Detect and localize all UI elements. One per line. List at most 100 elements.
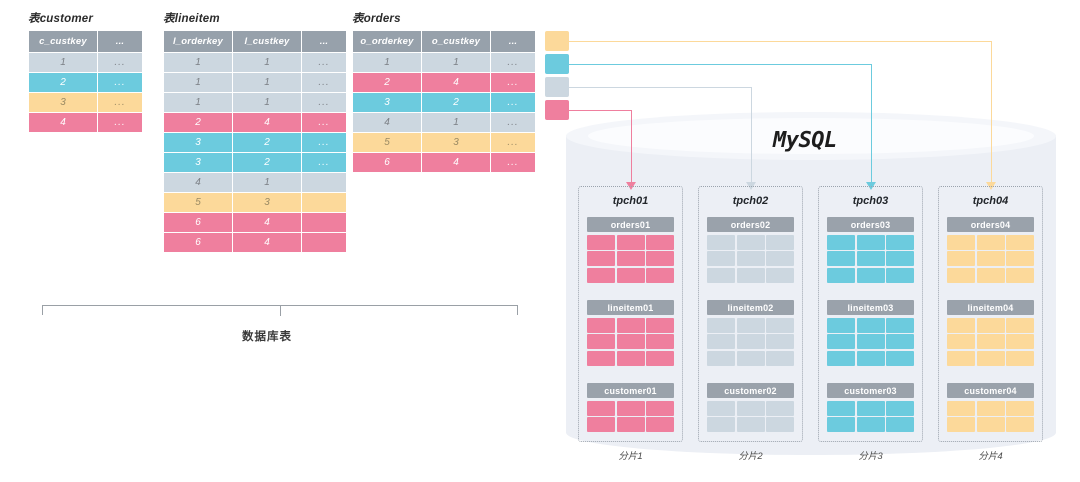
shard-name-label: tpch03: [852, 195, 889, 207]
table-cell: 1: [195, 77, 201, 88]
shard-table-cell: [736, 317, 765, 333]
shard-table-header: orders03: [827, 217, 914, 232]
shard-table-cell: [646, 417, 674, 432]
shard-table-grid: [827, 234, 914, 283]
shard-table-cell: [766, 267, 794, 283]
shard-table-orders01[interactable]: orders01: [587, 217, 674, 283]
shard-table-cell: [707, 417, 735, 432]
shard-table-cell: [886, 417, 914, 432]
route-vertical-segment: [631, 110, 633, 182]
shard-table-header: customer03: [827, 383, 914, 398]
route-horizontal-segment: [569, 87, 751, 89]
table-cell: ...: [318, 117, 330, 128]
shard-table-cell: [827, 334, 855, 349]
table-cell: 1: [264, 97, 270, 108]
shard-table-cell: [947, 317, 975, 333]
shard-table-cell: [587, 251, 615, 266]
shard-table-cell: [616, 267, 645, 283]
column-header: ...: [491, 31, 535, 52]
table-cell: 1: [195, 97, 201, 108]
database-tables-label: 数据库表: [242, 331, 292, 343]
shard-table-cell: [827, 234, 855, 250]
shard-table-cell: [616, 400, 645, 416]
shard-table-cell: [587, 317, 615, 333]
shard-name-label: tpch04: [972, 195, 1009, 207]
shard-table-cell: [827, 317, 855, 333]
shard-table-cell: [736, 334, 765, 349]
shard-table-cell: [616, 251, 645, 266]
shard-table-lineitem01[interactable]: lineitem01: [587, 300, 674, 366]
shard-table-header: orders04: [947, 217, 1034, 232]
shard-table-cell: [587, 267, 615, 283]
shard-table-lineitem02[interactable]: lineitem02: [707, 300, 794, 366]
table-title-2: 表orders: [352, 13, 401, 25]
shard-table-cell: [947, 334, 975, 349]
shard-table-customer03[interactable]: customer03: [827, 383, 914, 432]
column-header: ...: [98, 31, 142, 52]
shard-table-grid: [827, 400, 914, 432]
shard-table-header: lineitem04: [947, 300, 1034, 315]
shard-table-orders02[interactable]: orders02: [707, 217, 794, 283]
table-cell: 1: [195, 57, 201, 68]
shard-table-lineitem03[interactable]: lineitem03: [827, 300, 914, 366]
shard-table-cell: [1006, 317, 1034, 333]
shard-tpch03[interactable]: tpch03 orders03 lineitem03 customer03: [818, 186, 923, 442]
shard-table-cell: [766, 251, 794, 266]
shard-name-label: tpch01: [612, 195, 649, 207]
table-cell: 3: [195, 137, 201, 148]
shard-table-cell: [766, 234, 794, 250]
shard-table-customer02[interactable]: customer02: [707, 383, 794, 432]
table-cell: 6: [195, 217, 201, 228]
table-cell: 3: [264, 197, 270, 208]
table-cell: 1: [384, 57, 390, 68]
table-title-1: 表lineitem: [163, 13, 220, 25]
table-cell: ...: [507, 157, 519, 168]
shard-table-cell: [646, 400, 674, 416]
shard-table-header: lineitem03: [827, 300, 914, 315]
shard-table-cell: [976, 234, 1005, 250]
shard-table-cell: [1006, 350, 1034, 366]
legend-swatch-grey: [545, 77, 569, 97]
shard-table-orders03[interactable]: orders03: [827, 217, 914, 283]
shard-table-cell: [707, 317, 735, 333]
shard-table-cell: [616, 350, 645, 366]
shard-table-customer04[interactable]: customer04: [947, 383, 1034, 432]
shard-table-cell: [947, 267, 975, 283]
shard-table-grid: [587, 400, 674, 432]
mysql-logo: MySQL: [773, 128, 837, 153]
shard-table-cell: [886, 251, 914, 266]
shard-table-cell: [766, 317, 794, 333]
table-cell: ...: [507, 117, 519, 128]
shard-table-grid: [947, 400, 1034, 432]
table-cell: 4: [195, 177, 201, 188]
shard-table-cell: [587, 417, 615, 432]
table-cell: 4: [264, 117, 270, 128]
shard-tpch01[interactable]: tpch01 orders01 lineitem01 customer01: [578, 186, 683, 442]
table-cell: 6: [195, 237, 201, 248]
shard-table-lineitem04[interactable]: lineitem04: [947, 300, 1034, 366]
shard-table-cell: [886, 400, 914, 416]
shard-table-customer01[interactable]: customer01: [587, 383, 674, 432]
shard-table-orders04[interactable]: orders04: [947, 217, 1034, 283]
shard-tpch04[interactable]: tpch04 orders04 lineitem04 customer04: [938, 186, 1043, 442]
shard-table-cell: [707, 251, 735, 266]
shard-table-cell: [947, 417, 975, 432]
table-cell: 4: [453, 157, 459, 168]
shard-table-cell: [736, 350, 765, 366]
shard-table-cell: [1006, 400, 1034, 416]
shard-table-cell: [976, 417, 1005, 432]
table-cell: ...: [114, 57, 126, 68]
table-cell: ...: [507, 77, 519, 88]
shard-table-cell: [856, 317, 885, 333]
column-header: o_custkey: [422, 31, 490, 52]
